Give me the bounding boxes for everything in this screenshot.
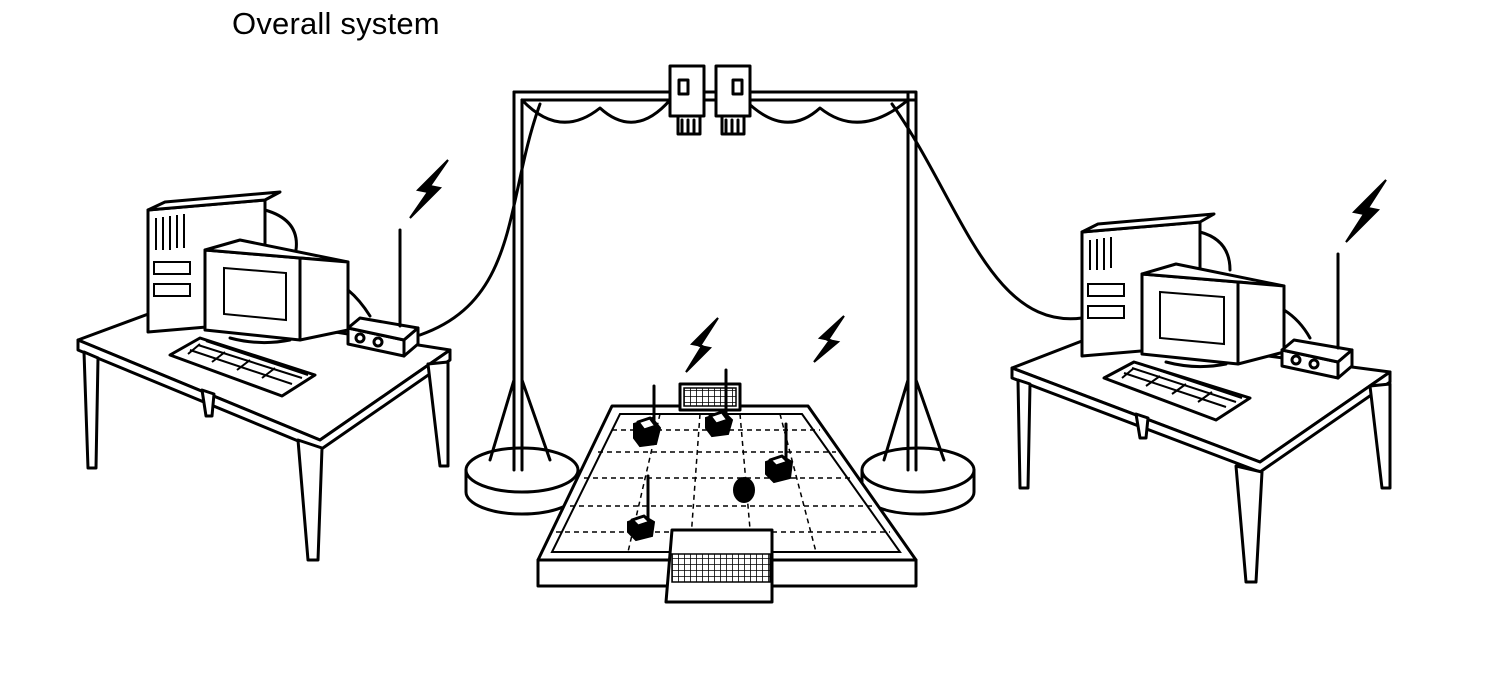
right-wireless-icon bbox=[1345, 179, 1387, 243]
field-wireless-icon-2 bbox=[813, 315, 845, 363]
left-keyboard bbox=[168, 336, 317, 398]
ball bbox=[733, 477, 755, 503]
robot-4 bbox=[627, 474, 656, 542]
right-monitor bbox=[1140, 262, 1286, 369]
camera-right bbox=[714, 64, 752, 136]
right-workstation bbox=[1010, 179, 1392, 584]
right-keyboard bbox=[1102, 360, 1252, 422]
field-wireless-icon-1 bbox=[685, 317, 719, 373]
right-radio-unit bbox=[1280, 252, 1354, 380]
left-wireless-icon bbox=[409, 159, 449, 219]
robot-2 bbox=[705, 368, 734, 438]
robot-3 bbox=[765, 422, 794, 484]
left-radio-unit bbox=[346, 228, 420, 358]
camera-gantry bbox=[464, 64, 976, 516]
left-workstation bbox=[76, 159, 452, 562]
near-goal bbox=[664, 528, 774, 604]
figure-title: Overall system bbox=[232, 6, 440, 41]
far-goal bbox=[678, 382, 742, 412]
right-cable bbox=[890, 102, 1084, 321]
left-cable bbox=[418, 102, 542, 337]
right-stand-base bbox=[860, 446, 976, 516]
robot-1 bbox=[633, 384, 662, 448]
camera-left bbox=[668, 64, 706, 136]
left-monitor bbox=[203, 238, 350, 345]
soccer-field bbox=[536, 315, 918, 604]
